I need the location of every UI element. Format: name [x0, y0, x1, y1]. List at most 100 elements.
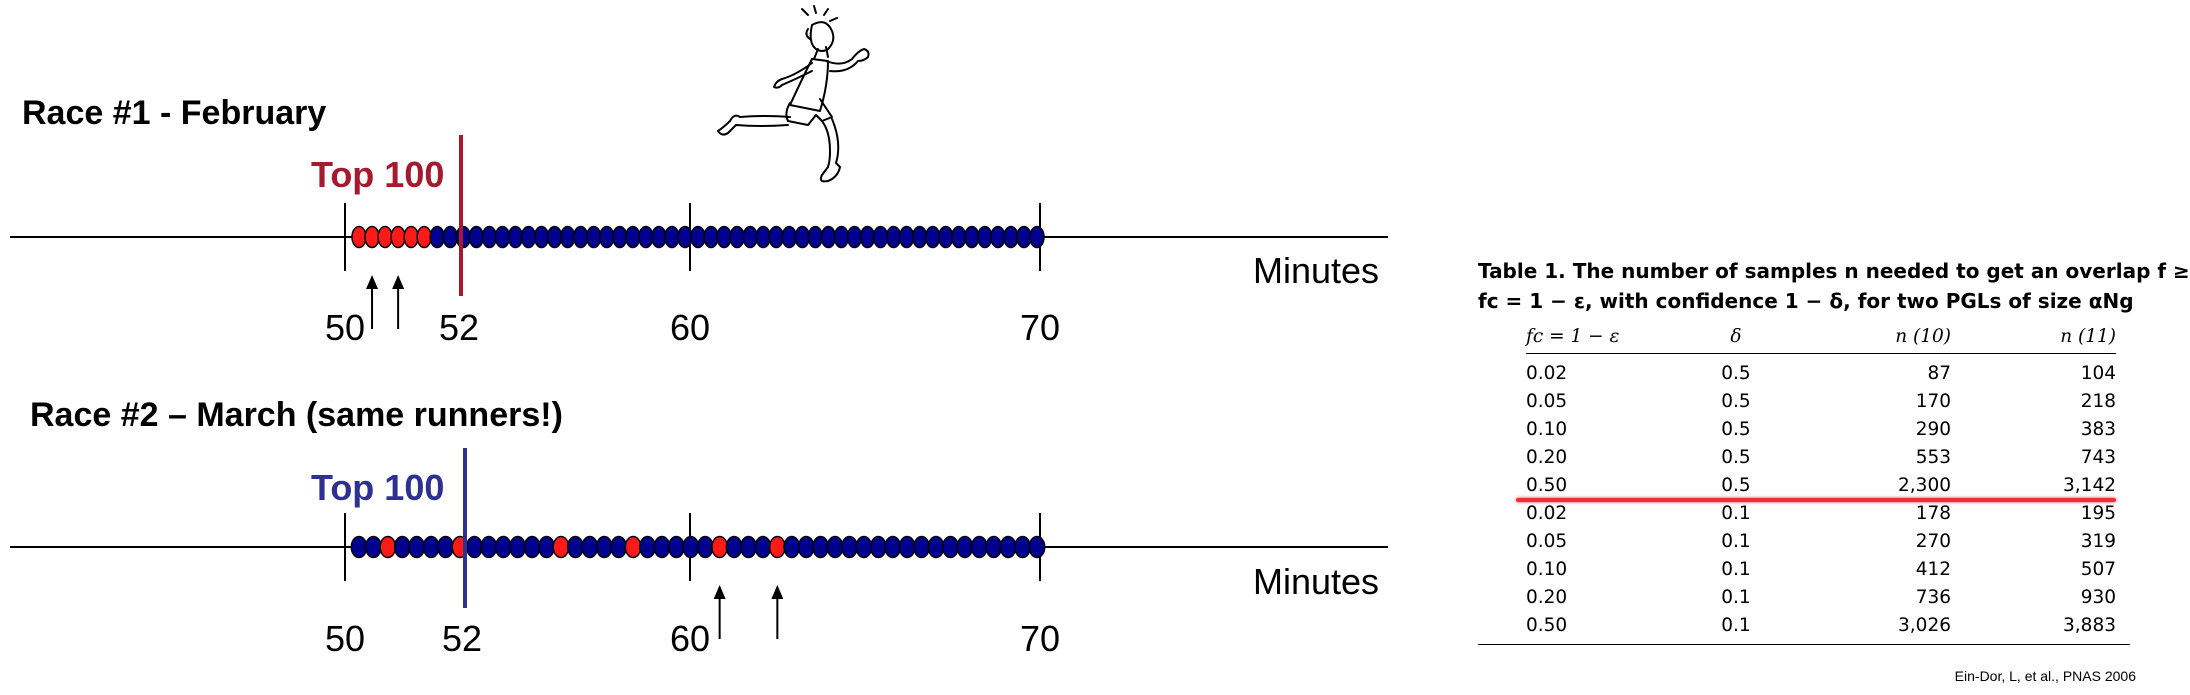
table-row: 0.10 0.5 290 383	[1526, 416, 2116, 444]
race1-runner-blue	[716, 225, 732, 249]
race1-tick-60: 60	[669, 307, 711, 348]
race2-runner-blue	[826, 535, 844, 559]
race2-runner-red	[379, 535, 397, 559]
race1-runner-blue	[625, 225, 641, 249]
race2-runner-red	[768, 535, 786, 559]
race1-runner-blue	[481, 225, 498, 249]
race1-runner-blue	[1016, 225, 1032, 249]
race1-runner-blue	[872, 225, 889, 249]
race1-runner-blue	[507, 225, 524, 249]
race2-runner-blue	[350, 535, 368, 559]
race1-runner-blue	[572, 225, 589, 249]
race2-runner-red	[624, 535, 642, 559]
cell-n11: 383	[2080, 419, 2116, 440]
race2-runner-blue	[682, 535, 700, 559]
race2-runner-blue	[783, 535, 801, 559]
race2-axis-label: Minutes	[1253, 561, 1380, 602]
race2-runner-blue	[509, 535, 527, 559]
race1-runner-blue	[546, 225, 563, 249]
race2-runner-blue	[422, 535, 440, 559]
header-fc: fc = 1 − ε	[1526, 322, 1686, 354]
race1-arrow-icon	[366, 275, 379, 329]
race2-runner-blue	[1028, 535, 1046, 559]
race1-timeline	[10, 135, 1388, 329]
race1-runner-blue	[455, 225, 472, 249]
race2-tick-50: 50	[324, 618, 366, 659]
cell-fc: 0.02	[1526, 363, 1568, 384]
cell-delta: 0.5	[1721, 419, 1751, 440]
race1-runner-blue	[533, 225, 550, 249]
race1-runner-red	[416, 225, 432, 249]
cell-n11: 3,883	[2063, 615, 2116, 636]
race2-runner-blue	[566, 535, 584, 559]
race1-runner-blue	[755, 225, 771, 249]
samples-table-block: Table 1. The number of samples n needed …	[1478, 256, 2190, 645]
cell-n10: 736	[1915, 587, 1951, 608]
race2-runner-blue	[841, 535, 858, 559]
cell-fc: 0.20	[1526, 447, 1568, 468]
race2-runner-blue	[941, 535, 959, 559]
cell-fc: 0.50	[1526, 475, 1568, 496]
race1-runner-blue	[651, 225, 667, 249]
race1-runner-blue	[1029, 225, 1045, 249]
race1-runner-blue	[794, 225, 811, 249]
cell-n10: 87	[1927, 363, 1951, 384]
race1-runner-blue	[638, 225, 654, 249]
header-n10: n (10)	[1786, 322, 1951, 354]
header-n11: n (11)	[1951, 322, 2116, 354]
race2-runner-blue	[364, 535, 382, 559]
race2-runner-blue	[538, 535, 555, 559]
race2-top100-label: Top 100	[311, 467, 445, 508]
race1-tick-50: 50	[324, 307, 366, 348]
race2-runner-blue	[812, 535, 830, 559]
race2-timeline	[10, 448, 1388, 639]
race1-runner-blue	[559, 225, 576, 249]
cell-delta: 0.5	[1721, 391, 1751, 412]
cell-delta: 0.1	[1721, 559, 1751, 580]
race2-runner-blue	[956, 535, 974, 559]
race2-arrow-icon	[713, 585, 726, 639]
cell-n11: 507	[2080, 559, 2116, 580]
race2-runner-blue	[393, 535, 411, 559]
cell-fc: 0.20	[1526, 587, 1568, 608]
race1-runner-blue	[898, 225, 915, 249]
race2-runner-blue	[740, 535, 757, 559]
race2-runner-blue	[667, 535, 685, 559]
race2-arrow-icon	[771, 585, 784, 639]
cell-n11: 319	[2080, 531, 2116, 552]
race2-runner-blue	[754, 535, 772, 559]
running-man-icon	[717, 5, 870, 183]
cell-n11: 743	[2080, 447, 2116, 468]
table-bottom-rule	[1478, 644, 2130, 645]
race1-runner-blue	[585, 225, 602, 249]
race1-runner-blue	[833, 225, 850, 249]
race1-runner-blue	[703, 225, 719, 249]
race2-runner-blue	[610, 535, 628, 559]
race2-runner-blue	[970, 535, 988, 559]
cell-fc: 0.10	[1526, 419, 1568, 440]
race1-runner-blue	[612, 225, 628, 249]
table-caption-line1: Table 1. The number of samples n needed …	[1478, 259, 2190, 283]
race2-runner-red	[552, 535, 570, 559]
race1-top100-label: Top 100	[311, 154, 445, 195]
cell-n10: 2,300	[1898, 475, 1951, 496]
race2-tick-52: 52	[441, 618, 483, 659]
race1-runner-blue	[951, 225, 967, 249]
cell-n10: 290	[1915, 419, 1951, 440]
race2-title: Race #2 – March (same runners!)	[30, 396, 563, 434]
race1-runner-blue	[911, 225, 928, 249]
race2-runner-blue	[855, 535, 873, 559]
race1-axis-label: Minutes	[1253, 250, 1380, 291]
cell-fc: 0.02	[1526, 503, 1568, 524]
race2-runner-blue	[653, 535, 671, 559]
race1-runner-red	[364, 225, 380, 249]
citation: Ein-Dor, L, et al., PNAS 2006	[1954, 668, 2136, 684]
